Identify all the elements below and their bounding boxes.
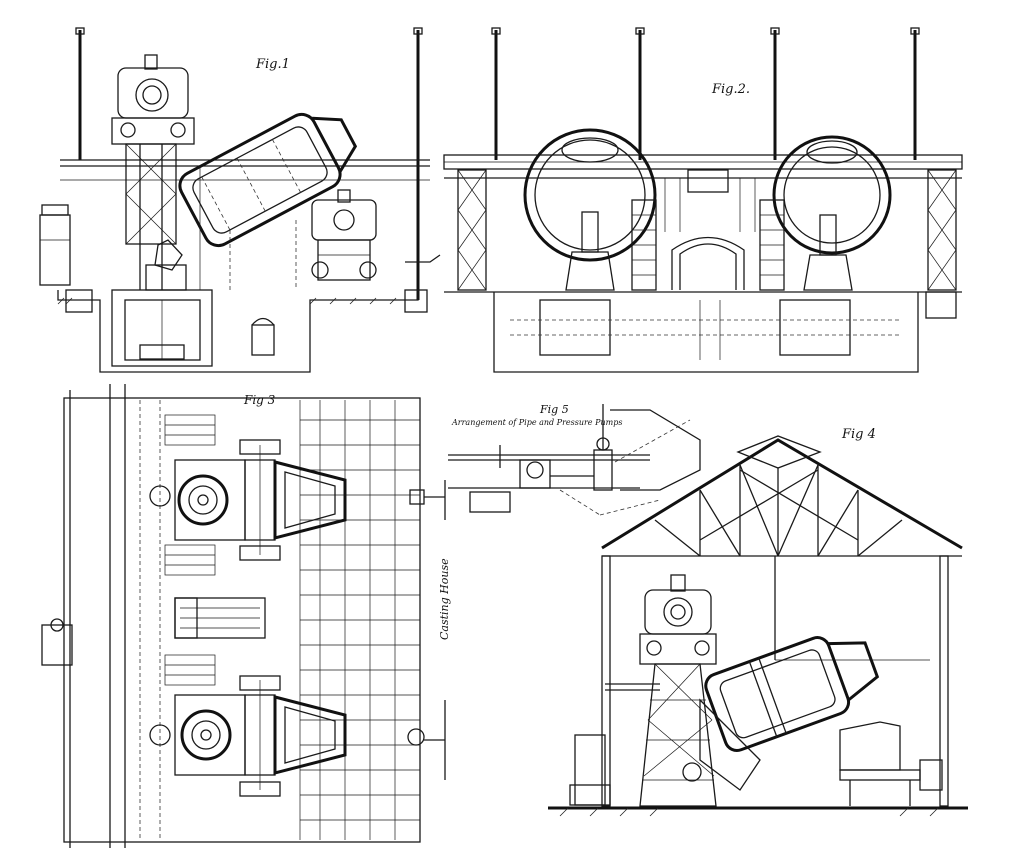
- fig3-label: Fig 3: [243, 393, 276, 407]
- fig2-label: Fig.2.: [711, 82, 750, 97]
- fig2-front-elevation: [443, 27, 963, 373]
- fig5-label: Fig 5: [539, 403, 569, 416]
- fig5-caption: Arrangement of Pipe and Pressure Pumps: [451, 418, 622, 427]
- fig5-pipe-arrangement: [448, 404, 701, 516]
- fig1-elevation: [39, 27, 441, 373]
- fig4-label: Fig 4: [841, 427, 876, 442]
- fig1-label: Fig.1: [255, 57, 290, 72]
- fig3-plan: [41, 384, 446, 848]
- fig3-casting-house-label: Casting House: [438, 558, 451, 640]
- fig4-building-section: [548, 435, 968, 817]
